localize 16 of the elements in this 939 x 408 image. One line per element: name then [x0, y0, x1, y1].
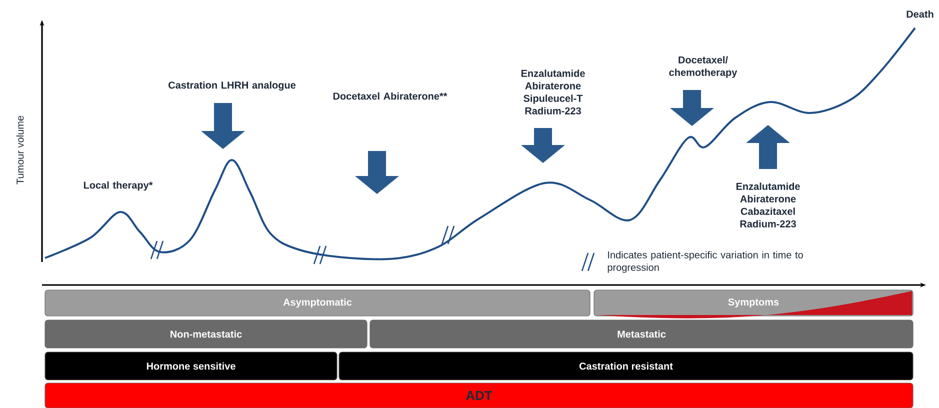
stage-band: Metastatic [370, 320, 914, 348]
therapy-band: ADT [44, 382, 914, 408]
stage-band: Asymptomatic [44, 290, 590, 316]
stage-band: Non-metastatic [44, 320, 368, 348]
outcome-label: Death [906, 10, 934, 18]
treatment-label: Docetaxel/ chemotherapy [669, 56, 738, 78]
treatment-label: Docetaxel Abiraterone** [333, 92, 448, 100]
stage-band: Castration resistant [338, 352, 914, 380]
stage-band: Hormone sensitive [44, 352, 338, 380]
axis-label: Tumour volume [16, 116, 24, 184]
legend-text: Indicates patient-specific variation in time to progression [608, 251, 803, 273]
treatment-label: Local therapy* [84, 181, 153, 191]
treatment-label: Enzalutamide Abiraterone Cabazitaxel Radium-223 [736, 182, 800, 228]
treatment-label: Castration LHRH analogue [168, 81, 296, 91]
treatment-label: Enzalutamide Abiraterone Sipuleucel-T Radium-223 [521, 70, 585, 114]
stage-band: Symptoms [594, 290, 914, 318]
